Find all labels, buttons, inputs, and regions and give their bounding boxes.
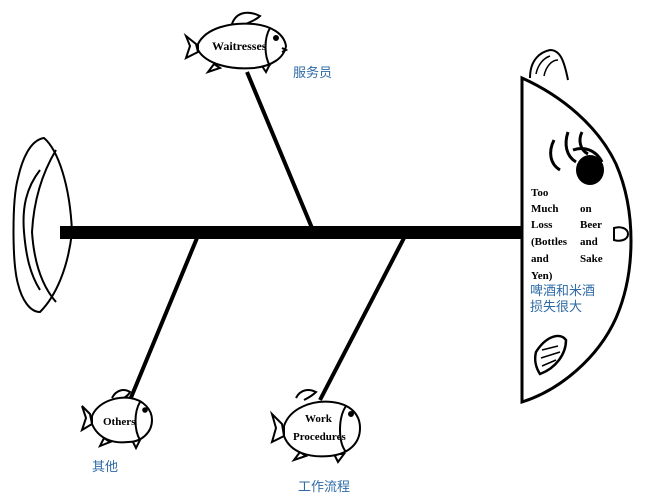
cause-work-procedures-label: Work Procedures: [293, 413, 346, 443]
cause-work-procedures-cn: 工作流程: [298, 480, 351, 495]
fish-eye-icon: [549, 131, 604, 185]
fish-work-procedures-icon: [269, 389, 362, 464]
fish-mouth-icon: [613, 226, 630, 242]
head-line: Yen): [531, 270, 553, 282]
bone-others: [128, 237, 199, 401]
fish-head: [520, 48, 633, 405]
cause-others-label: Others: [103, 416, 136, 428]
fish-waitresses-icon: [183, 11, 289, 74]
cause-waitresses-cn: 服务员: [293, 66, 333, 81]
bone-work-procedures: [318, 237, 406, 401]
bone-waitresses: [245, 71, 314, 229]
cause-work-procedures-line: Work: [305, 413, 333, 425]
cause-work-procedures-line: Procedures: [293, 431, 346, 443]
cause-others-cn: 其他: [92, 460, 119, 475]
head-line: on: [580, 203, 592, 215]
head-line: (Bottles: [531, 236, 568, 248]
head-line: Sake: [580, 253, 603, 265]
fish-tail: [12, 136, 74, 314]
fish-others-icon: [80, 389, 154, 451]
head-text-left: Too Much Loss (Bottles and Yen): [531, 187, 570, 282]
cause-waitresses-label: Waitresses: [212, 39, 267, 53]
head-line: Loss: [531, 219, 553, 231]
head-line: Beer: [580, 219, 602, 231]
fish-gill-fin-icon: [533, 334, 568, 376]
fish-spine: [60, 226, 526, 239]
head-line: Much: [531, 203, 559, 215]
head-line: and: [531, 253, 549, 265]
head-text-right: on Beer and Sake: [580, 203, 605, 265]
head-line: Too: [531, 187, 549, 199]
head-cn-line-1: 啤酒和米酒: [530, 284, 596, 299]
head-cn-line-2: 损失很大: [530, 300, 583, 315]
head-line: and: [580, 236, 598, 248]
